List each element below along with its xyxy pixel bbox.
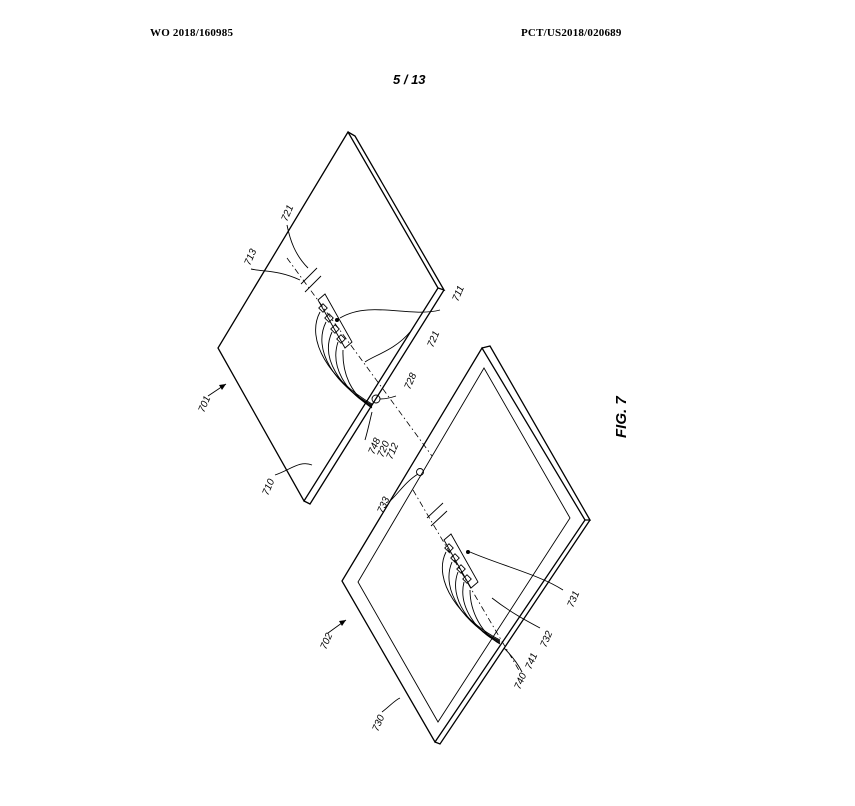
ref-728: 728 — [403, 371, 420, 391]
wires-720 — [315, 311, 373, 409]
point-731 — [466, 550, 470, 554]
alignment-axis-733 — [412, 489, 521, 673]
publication-number: WO 2018/160985 — [150, 27, 234, 39]
ref-710: 710 — [261, 477, 278, 497]
leaders-701 — [207, 224, 441, 476]
point-711 — [335, 318, 339, 322]
wires-740 — [441, 551, 501, 645]
ref-701: 701 — [197, 395, 214, 415]
plate-710 — [217, 130, 446, 505]
pad-array-712 — [317, 293, 353, 349]
connector-748 — [416, 468, 424, 476]
ref-733: 733 — [376, 495, 393, 515]
ref-732: 732 — [539, 629, 556, 649]
ref-731: 731 — [566, 590, 583, 610]
ref-702: 702 — [319, 631, 336, 651]
ref-721-top: 721 — [280, 204, 297, 224]
ref-711: 711 — [451, 284, 467, 303]
sheet-number: 5 / 13 — [393, 72, 426, 87]
ref-713: 713 — [243, 247, 260, 267]
application-number: PCT/US2018/020689 — [521, 27, 622, 39]
ref-730: 730 — [371, 713, 388, 733]
alignment-axis-713 — [286, 257, 433, 457]
pad-array-732 — [443, 533, 479, 589]
ref-740: 740 — [513, 671, 530, 691]
frame-730 — [341, 345, 592, 745]
leaders-702 — [327, 473, 564, 713]
figure-label: FIG. 7 — [613, 396, 630, 438]
reference-numerals: 721 713 711 721 728 701 748 720 712 710 … — [197, 204, 583, 734]
ref-741: 741 — [524, 652, 541, 672]
ref-721-right: 721 — [426, 330, 443, 350]
